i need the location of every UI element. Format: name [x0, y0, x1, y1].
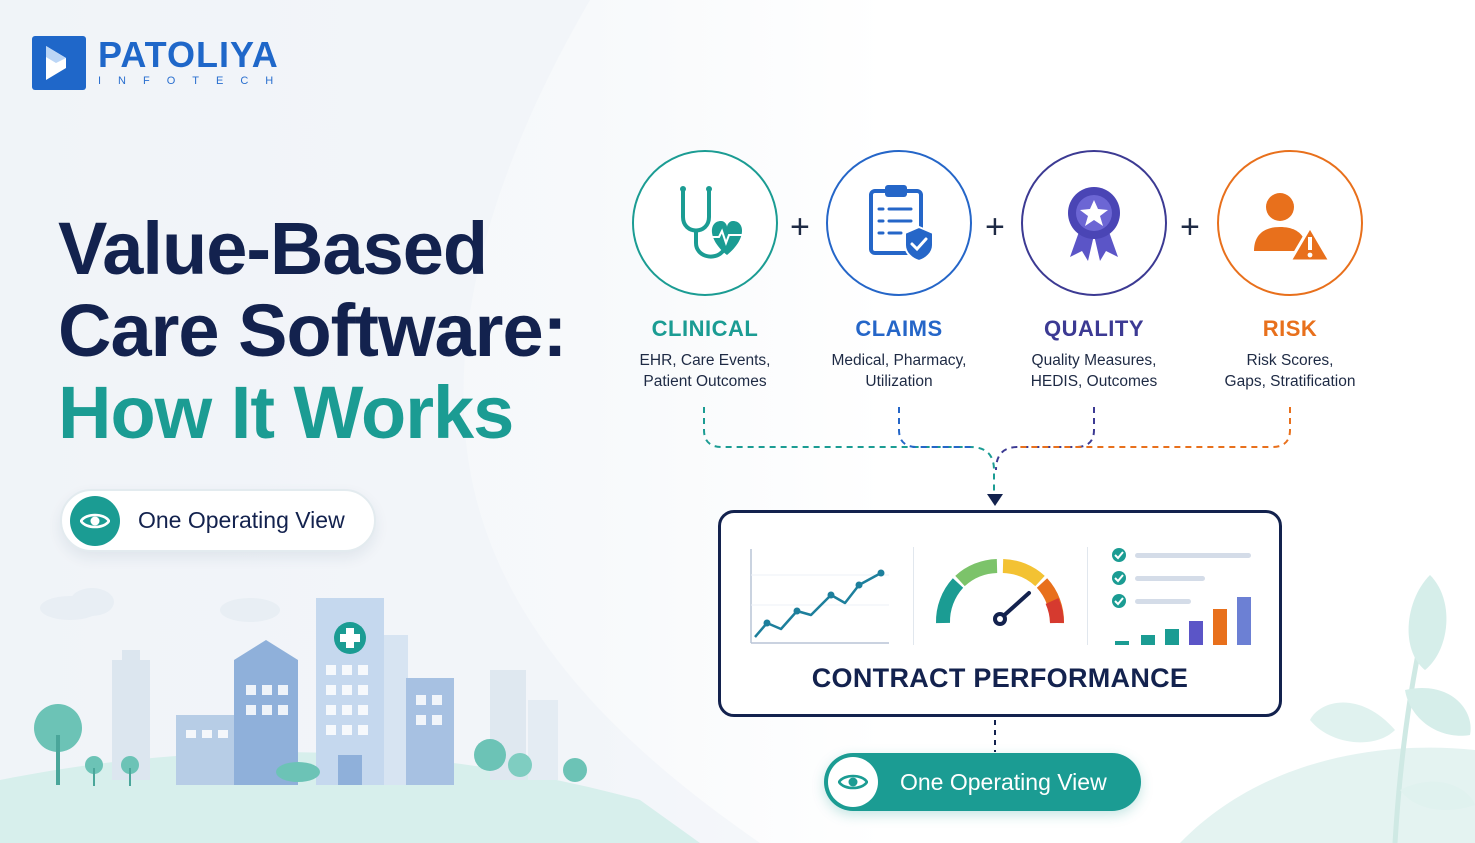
- brand-name: PATOLIYA: [98, 34, 279, 75]
- feature-risk: RISK Risk Scores, Gaps, Stratification: [1190, 150, 1390, 392]
- plus-sign: +: [985, 208, 1005, 246]
- eye-icon: [828, 757, 878, 807]
- eye-icon: [70, 495, 120, 546]
- leaf-illustration: [1310, 575, 1475, 843]
- left-pill-label: One Operating View: [138, 507, 345, 533]
- feature-title: CLAIMS: [855, 316, 943, 341]
- headline-line-3: How It Works: [58, 371, 514, 454]
- plus-sign: +: [1180, 208, 1200, 246]
- feature-clinical: CLINICAL EHR, Care Events, Patient Outco…: [605, 150, 805, 392]
- feature-desc-line: Gaps, Stratification: [1224, 373, 1356, 390]
- patoliya-logo-icon: [32, 36, 86, 90]
- feature-title: RISK: [1262, 316, 1318, 341]
- one-operating-view-badge: One Operating View: [60, 489, 376, 552]
- feature-title: QUALITY: [1043, 316, 1145, 341]
- headline-line-2: Care Software:: [58, 289, 567, 372]
- clipboard-shield-icon: [826, 150, 972, 296]
- checklist-bars-icon: [1112, 548, 1251, 645]
- plus-sign: +: [790, 208, 810, 246]
- one-operating-view-button: One Operating View: [824, 753, 1141, 811]
- feature-desc-line: Risk Scores,: [1246, 352, 1334, 369]
- award-ribbon-icon: [1021, 150, 1167, 296]
- feature-title: CLINICAL: [651, 316, 759, 341]
- feature-desc-line: Utilization: [865, 373, 933, 390]
- feature-desc-line: Medical, Pharmacy,: [831, 352, 967, 369]
- brand-logo: PATOLIYA INFOTECH: [32, 36, 290, 90]
- feature-desc-line: Quality Measures,: [1031, 352, 1157, 369]
- gauge-icon: [936, 559, 1064, 626]
- performance-title: CONTRACT PERFORMANCE: [811, 663, 1189, 693]
- contract-performance-card: CONTRACT PERFORMANCE: [718, 510, 1282, 717]
- feature-desc-line: HEDIS, Outcomes: [1030, 373, 1158, 390]
- stethoscope-heart-icon: [632, 150, 778, 296]
- feature-desc-line: EHR, Care Events,: [639, 352, 771, 369]
- feature-claims: CLAIMS Medical, Pharmacy, Utilization: [799, 150, 999, 392]
- user-warning-icon: [1217, 150, 1363, 296]
- headline-line-1: Value-Based: [58, 207, 488, 290]
- line-chart-icon: [750, 549, 889, 644]
- brand-tagline: INFOTECH: [98, 75, 291, 87]
- bottom-pill-label: One Operating View: [900, 768, 1107, 795]
- city-illustration: [34, 588, 587, 786]
- headline: Value-Based Care Software: How It Works: [58, 208, 618, 454]
- feature-quality: QUALITY Quality Measures, HEDIS, Outcome…: [994, 150, 1194, 392]
- feature-desc-line: Patient Outcomes: [643, 373, 767, 390]
